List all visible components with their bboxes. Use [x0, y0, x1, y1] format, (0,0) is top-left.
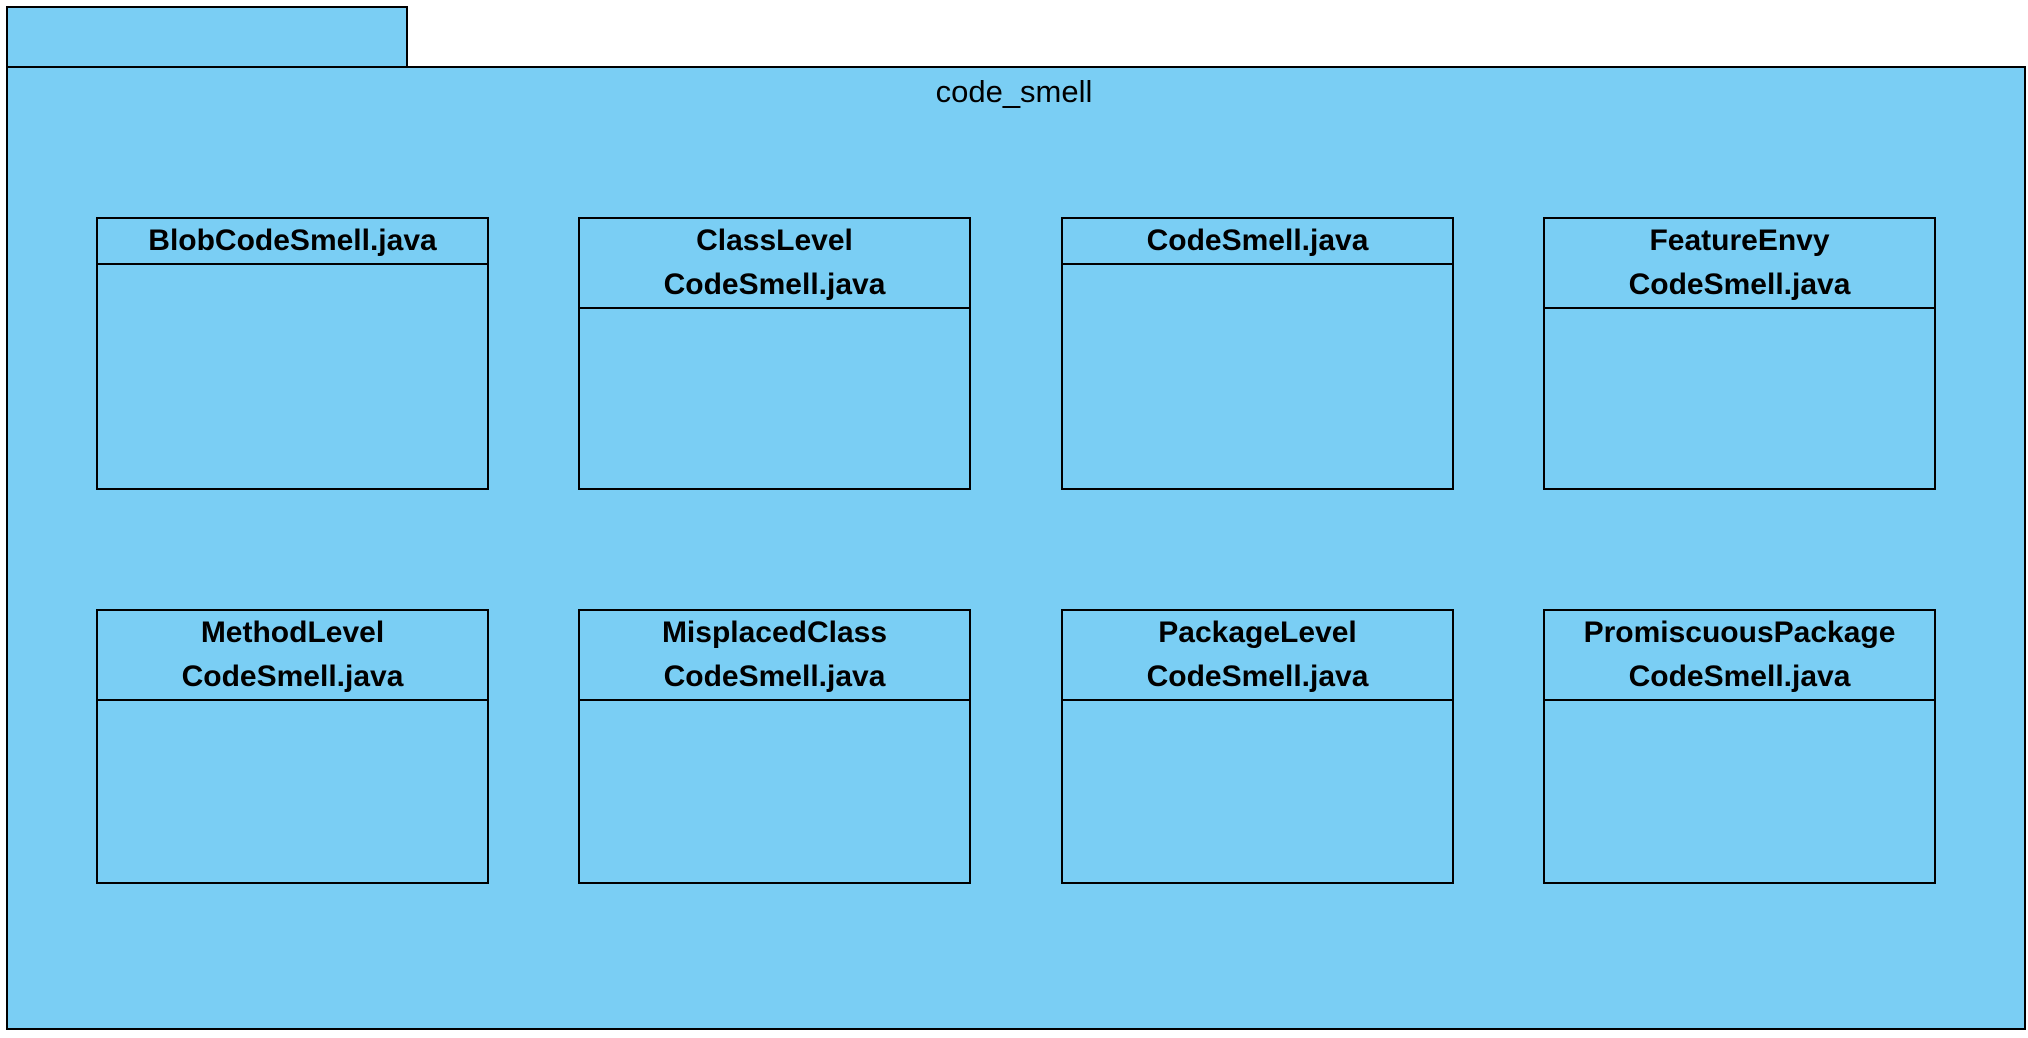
class-name-compartment: MisplacedClass CodeSmell.java [580, 611, 969, 701]
class-name-line: PromiscuousPackage [1583, 616, 1896, 649]
class-name-compartment: PackageLevel CodeSmell.java [1063, 611, 1452, 701]
class-name-line: CodeSmell.java [1628, 660, 1851, 693]
class-name-compartment: MethodLevel CodeSmell.java [98, 611, 487, 701]
class-misplaced-class-code-smell[interactable]: MisplacedClass CodeSmell.java [578, 609, 971, 884]
class-package-level-code-smell[interactable]: PackageLevel CodeSmell.java [1061, 609, 1454, 884]
class-name-line: CodeSmell.java [663, 660, 886, 693]
package-tab [6, 6, 408, 68]
class-attributes-compartment [580, 701, 969, 882]
class-attributes-compartment [580, 309, 969, 488]
class-name-line: CodeSmell.java [1146, 660, 1369, 693]
class-name-line: FeatureEnvy [1649, 224, 1830, 257]
class-name-compartment: PromiscuousPackage CodeSmell.java [1545, 611, 1934, 701]
class-name-compartment: BlobCodeSmell.java [98, 219, 487, 265]
class-name-line: CodeSmell.java [181, 660, 404, 693]
class-method-level-code-smell[interactable]: MethodLevel CodeSmell.java [96, 609, 489, 884]
class-name-line: MethodLevel [200, 616, 385, 649]
class-name-line: PackageLevel [1158, 616, 1357, 649]
class-attributes-compartment [98, 701, 487, 882]
class-attributes-compartment [1063, 265, 1452, 488]
class-name-line: CodeSmell.java [1628, 268, 1851, 301]
class-name-line: MisplacedClass [661, 616, 888, 649]
class-name-line: CodeSmell.java [1146, 224, 1369, 257]
package-name: code_smell [935, 74, 1093, 109]
class-attributes-compartment [1545, 701, 1934, 882]
class-class-level-code-smell[interactable]: ClassLevel CodeSmell.java [578, 217, 971, 490]
class-attributes-compartment [98, 265, 487, 488]
class-name-line: CodeSmell.java [663, 268, 886, 301]
class-code-smell[interactable]: CodeSmell.java [1061, 217, 1454, 490]
class-name-line: ClassLevel [696, 224, 853, 257]
class-name-line: BlobCodeSmell.java [148, 224, 437, 257]
class-attributes-compartment [1063, 701, 1452, 882]
class-feature-envy-code-smell[interactable]: FeatureEnvy CodeSmell.java [1543, 217, 1936, 490]
class-name-compartment: ClassLevel CodeSmell.java [580, 219, 969, 309]
class-name-compartment: FeatureEnvy CodeSmell.java [1545, 219, 1934, 309]
class-attributes-compartment [1545, 309, 1934, 488]
class-name-compartment: CodeSmell.java [1063, 219, 1452, 265]
class-blob-code-smell[interactable]: BlobCodeSmell.java [96, 217, 489, 490]
class-promiscuous-package-code-smell[interactable]: PromiscuousPackage CodeSmell.java [1543, 609, 1936, 884]
package-body [6, 66, 2026, 1030]
